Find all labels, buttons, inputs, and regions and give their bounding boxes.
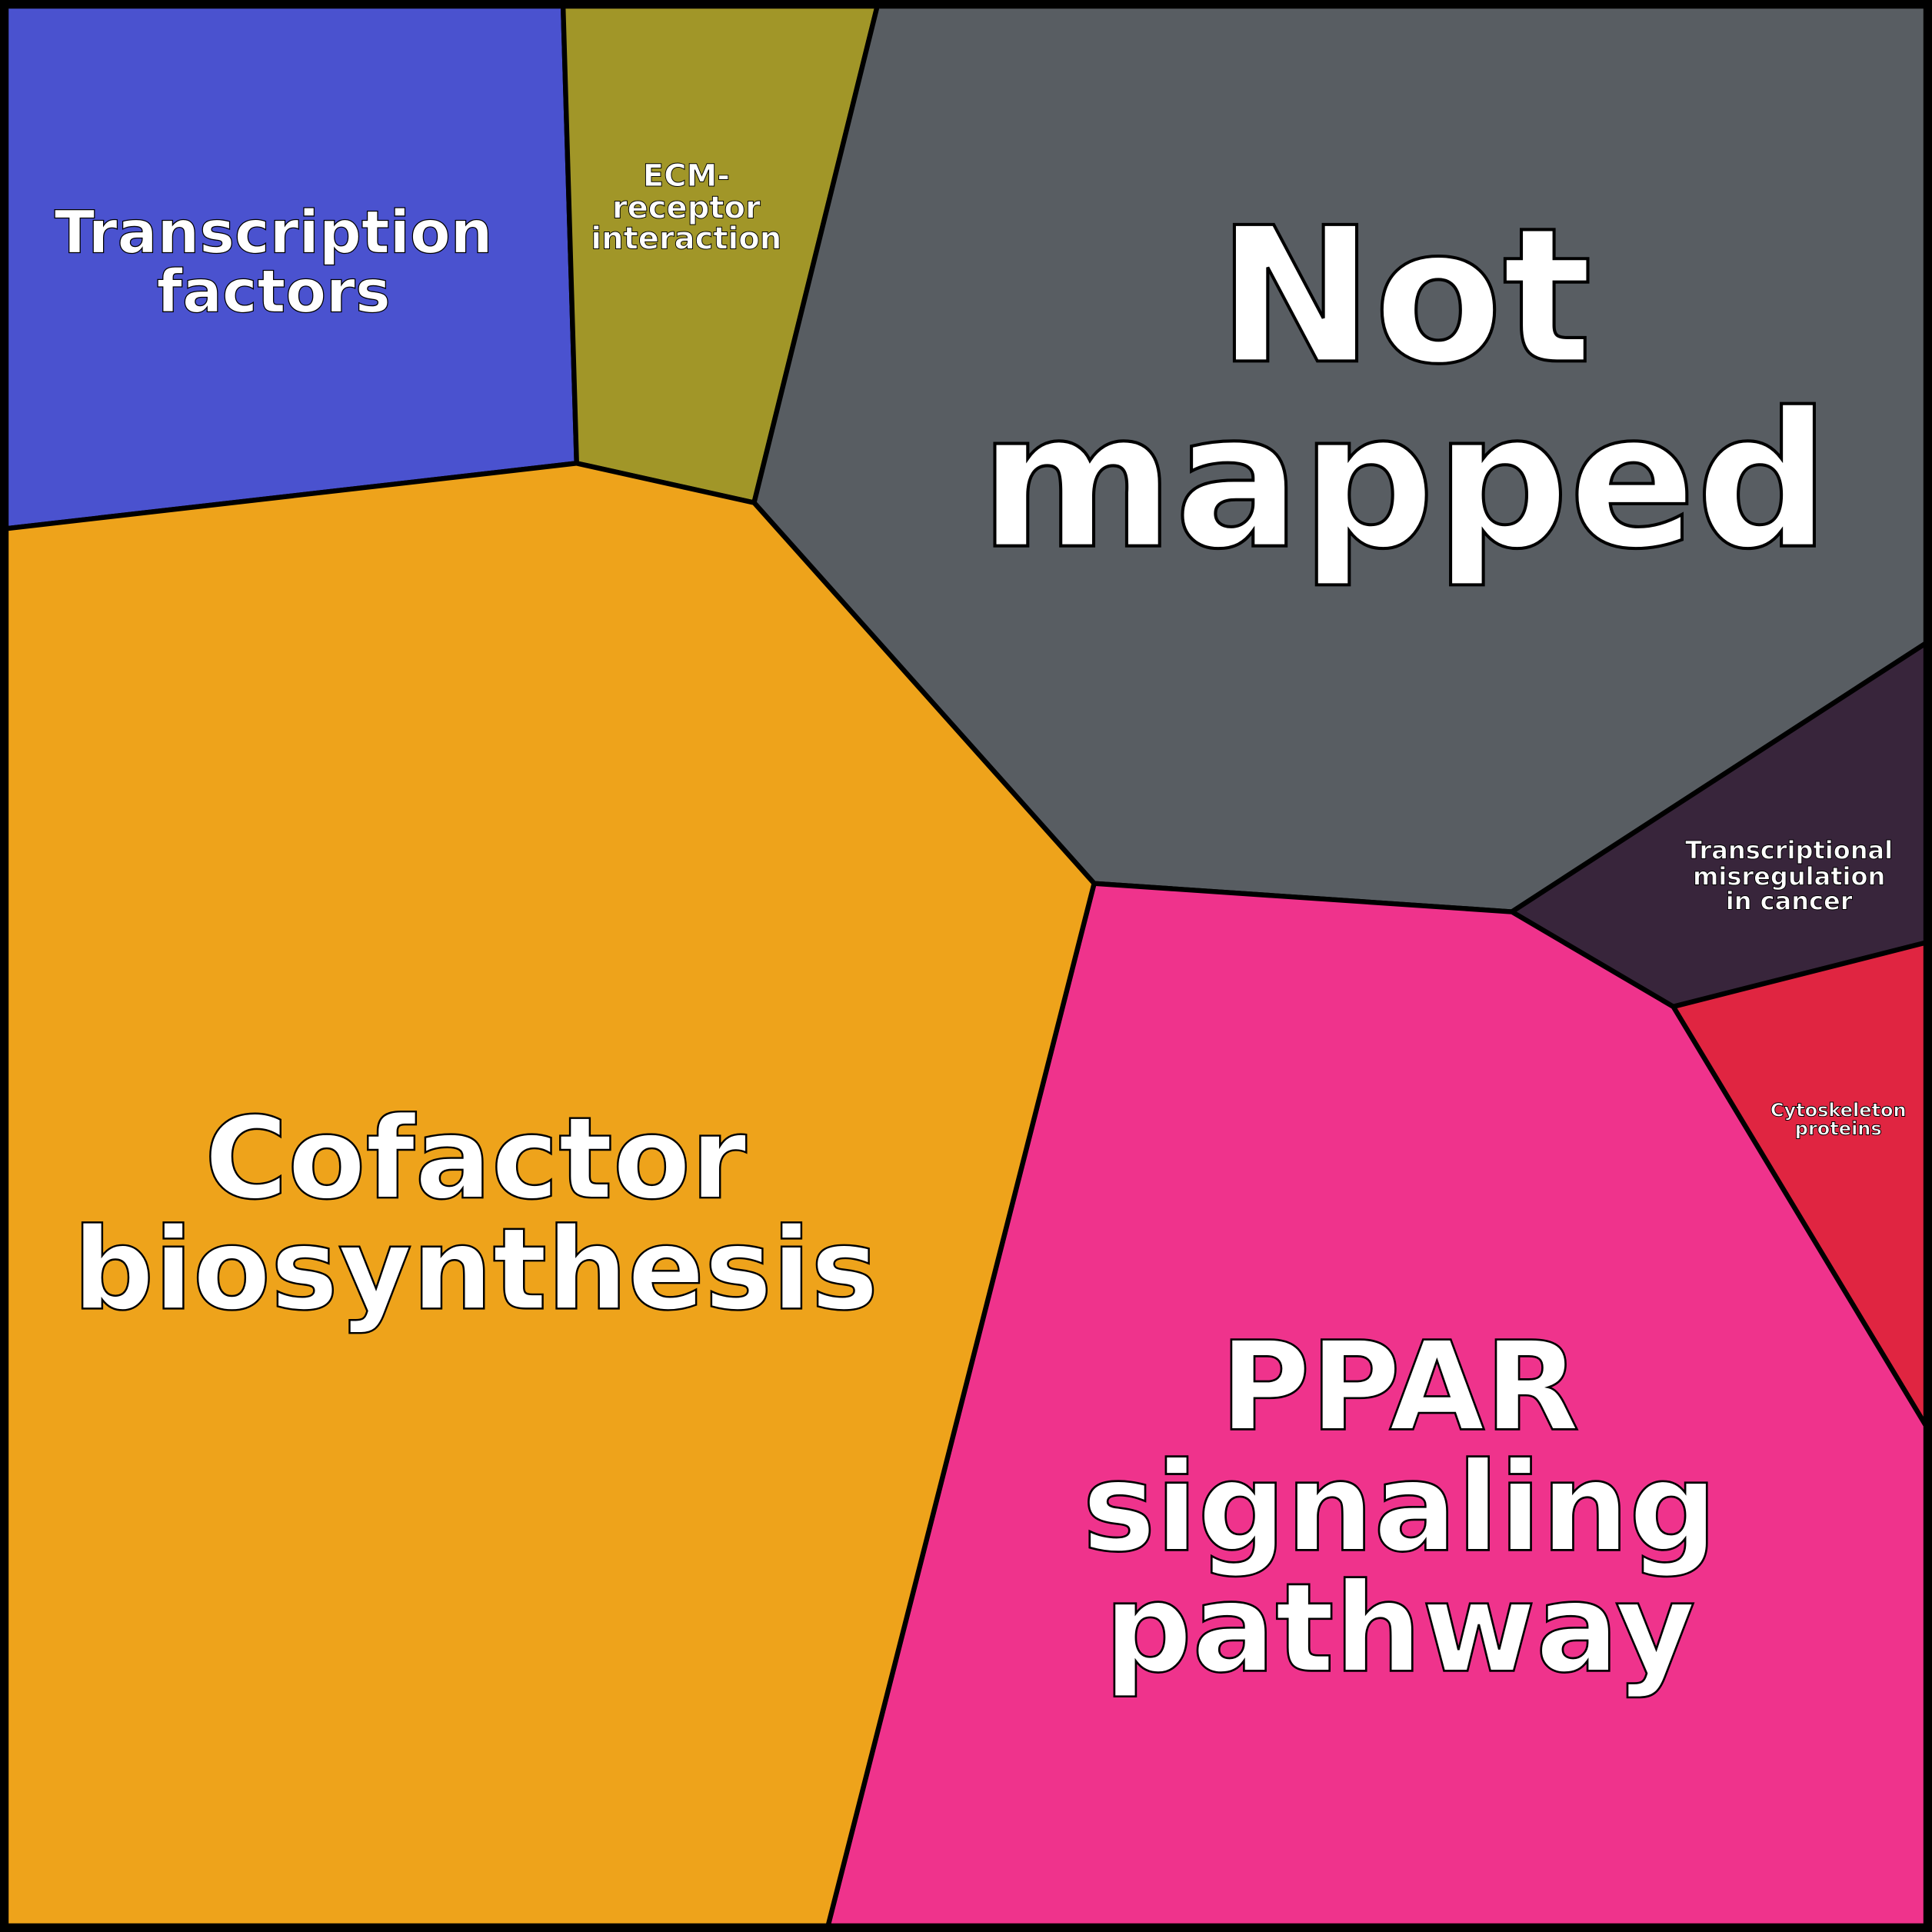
label-transcription-factors: Transcription [55,198,493,267]
label-transcriptional-misregulation-in-cancer: misregulation [1693,861,1885,891]
label-ppar-signaling-pathway: PPAR [1220,1314,1579,1458]
label-ecm-receptor-interaction: interaction [591,222,781,257]
label-cofactor-biosynthesis: biosynthesis [73,1203,878,1335]
label-transcriptional-misregulation-in-cancer: in cancer [1726,886,1853,915]
label-transcriptional-misregulation-in-cancer: Transcriptional [1685,836,1893,865]
label-ecm-receptor-interaction: ECM- [643,158,730,194]
label-not-mapped: Not [1217,188,1592,405]
label-transcription-factors: factors [157,258,391,326]
label-cytoskeleton-proteins: proteins [1795,1118,1882,1139]
label-cytoskeleton-proteins: Cytoskeleton [1770,1099,1907,1121]
label-ppar-signaling-pathway: pathway [1104,1556,1695,1700]
label-cofactor-biosynthesis: Cofactor [205,1092,747,1224]
label-ppar-signaling-pathway: signaling [1082,1435,1717,1579]
label-ecm-receptor-interaction: receptor [612,191,761,226]
label-not-mapped: mapped [979,373,1830,591]
